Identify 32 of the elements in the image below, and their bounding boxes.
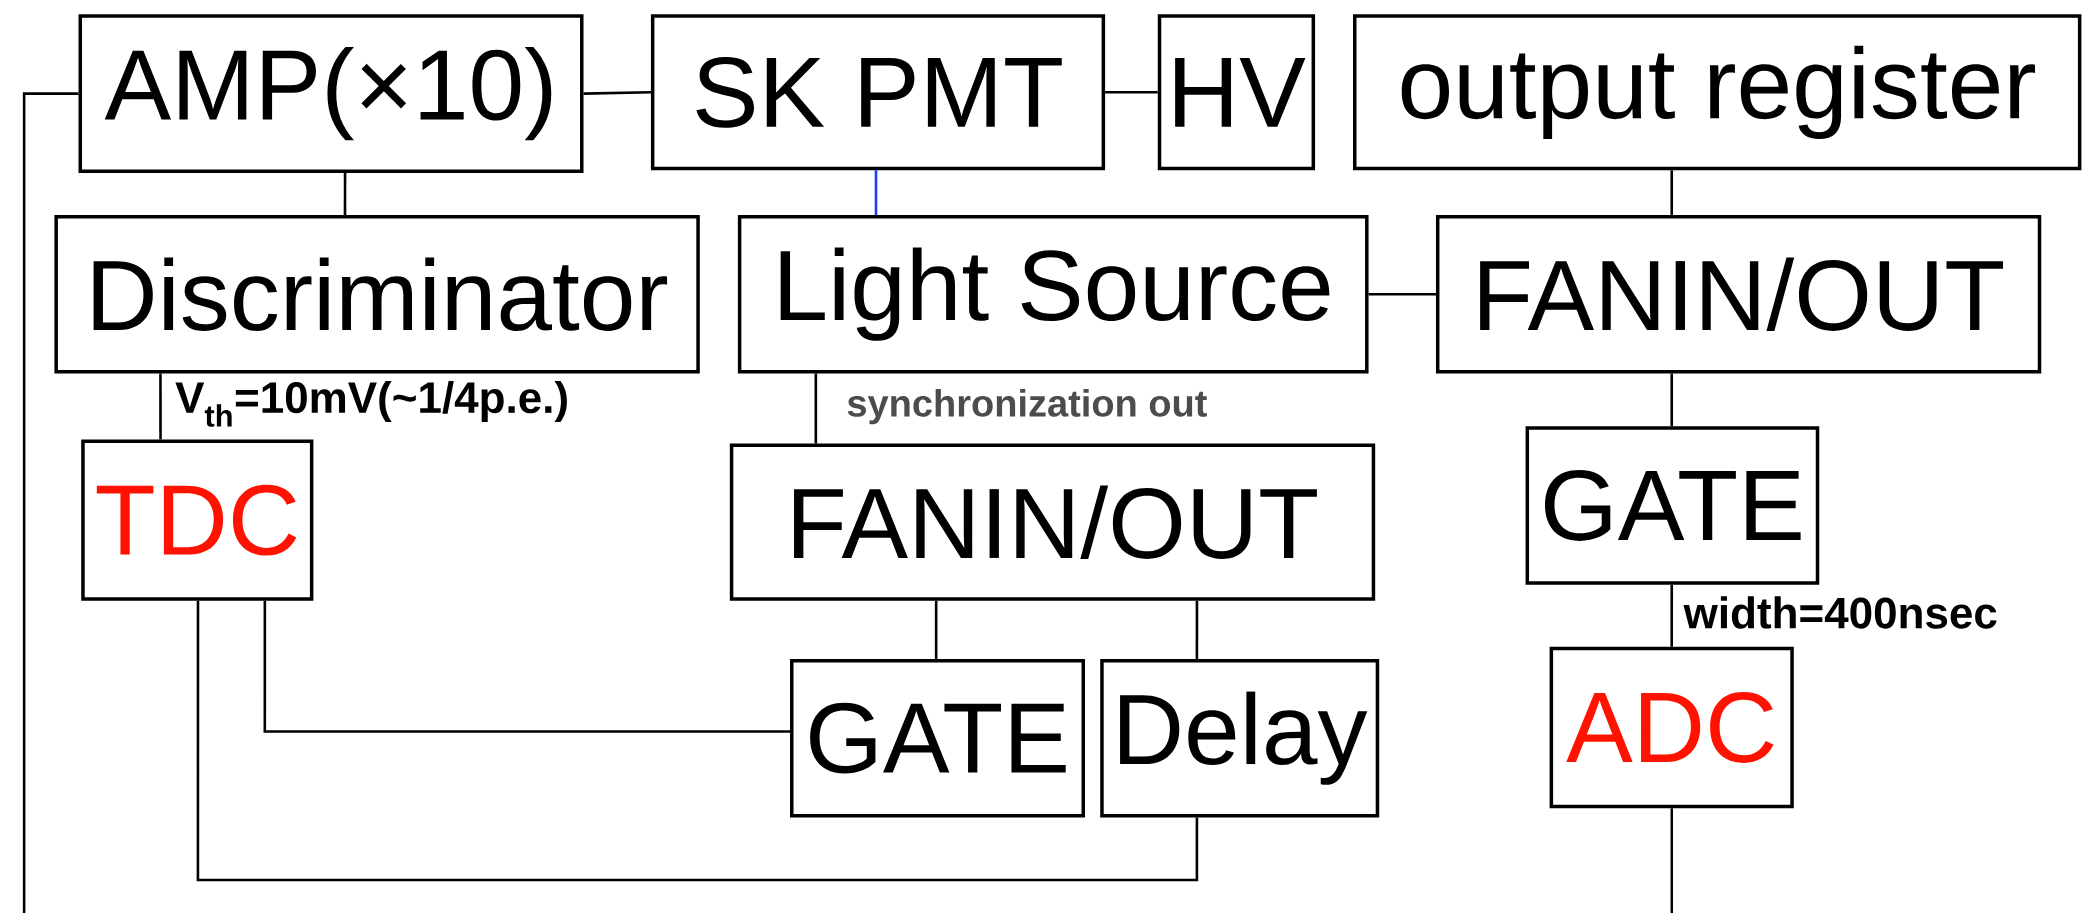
edge-label: width=400nsec <box>1682 595 1999 630</box>
device-box: GATE <box>790 658 1085 818</box>
connector-line <box>1670 373 1674 427</box>
device-box: Discriminator <box>54 214 700 374</box>
connector-line <box>583 91 651 95</box>
device-box: Delay <box>1100 658 1380 818</box>
connector-line <box>1670 584 1674 647</box>
connector-line <box>874 170 878 215</box>
connector-line <box>1670 170 1674 215</box>
connector-line <box>814 373 818 444</box>
connector-line <box>22 92 79 913</box>
edge-label: V$_{th}$=10mV(~1/4p.e.) <box>174 379 571 428</box>
connector-line <box>1670 808 1673 913</box>
device-box: SK PMT <box>650 14 1106 171</box>
device-box: Light Source <box>737 214 1369 374</box>
device-box: TDC <box>81 439 314 601</box>
connector-line <box>1195 600 1199 659</box>
connector-line <box>159 373 162 440</box>
connector-line <box>1105 91 1158 94</box>
device-box: output register <box>1353 14 2082 171</box>
device-box: HV <box>1157 14 1316 171</box>
connector-line <box>263 600 790 733</box>
connector-line <box>343 172 347 215</box>
device-box: FANIN/OUT <box>729 443 1376 601</box>
connector-line <box>196 600 1199 882</box>
device-box: FANIN/OUT <box>1435 214 2042 374</box>
device-box: GATE <box>1525 426 1820 585</box>
connector-line <box>934 600 938 659</box>
edge-label: synchronization out <box>845 387 1209 426</box>
device-box: AMP(×10) <box>78 14 584 173</box>
connector-line <box>1368 292 1436 296</box>
device-box: ADC <box>1549 646 1794 809</box>
